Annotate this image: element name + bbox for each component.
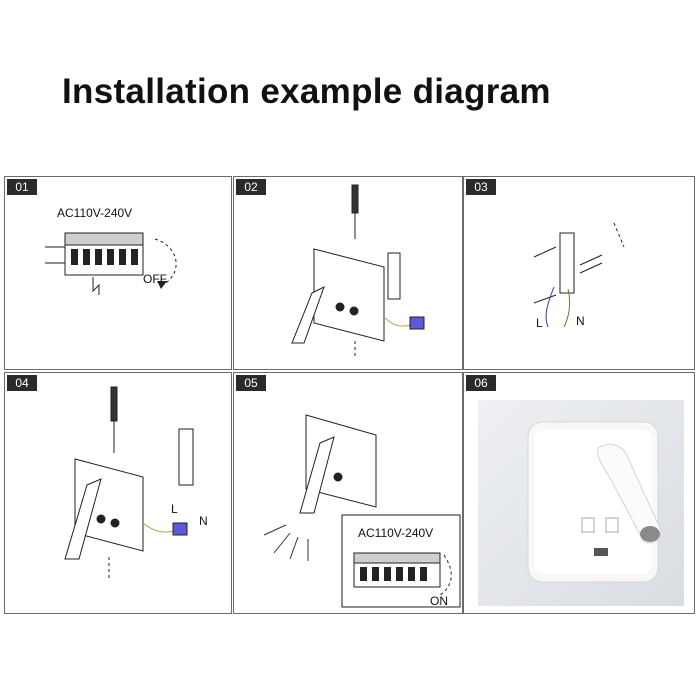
step-panel-05: 05 AC110V-240V ON bbox=[233, 372, 463, 614]
lamp-arm bbox=[291, 285, 325, 344]
step-number: 06 bbox=[466, 375, 496, 391]
screwdriver-icon bbox=[110, 386, 118, 422]
breaker-off-illustration: AC110V-240V OFF bbox=[45, 206, 177, 295]
step-number: 02 bbox=[236, 179, 266, 195]
step-panel-04: 04 L N bbox=[4, 372, 232, 614]
arrow-up-icon bbox=[439, 554, 452, 596]
terminal-block bbox=[172, 522, 188, 536]
terminal-block bbox=[409, 316, 425, 330]
wall-panel bbox=[313, 248, 385, 342]
wire-n-label: N bbox=[576, 314, 585, 328]
page-title: Installation example diagram bbox=[62, 72, 551, 111]
step-number: 03 bbox=[466, 179, 496, 195]
light-rays-icon bbox=[263, 524, 309, 561]
lamp-arm bbox=[64, 478, 102, 560]
wire-l-label: L bbox=[536, 316, 543, 330]
wall-panel bbox=[74, 458, 144, 552]
switch-state-label: ON bbox=[430, 594, 448, 608]
step-number: 04 bbox=[7, 375, 37, 391]
step-panel-02: 02 bbox=[233, 176, 463, 370]
switch-left-icon bbox=[581, 517, 595, 533]
step-panel-01: 01 AC110V-240V OFF bbox=[4, 176, 232, 370]
mounting-bracket bbox=[178, 428, 194, 486]
mounting-bracket bbox=[387, 252, 401, 300]
usb-port-icon bbox=[594, 548, 608, 556]
wire-l-label: L bbox=[171, 502, 178, 516]
lamp-head bbox=[640, 526, 660, 542]
step-number: 05 bbox=[236, 375, 266, 391]
lamp-arm bbox=[597, 443, 662, 544]
product-photo bbox=[478, 400, 684, 606]
circuit-breaker-block bbox=[45, 232, 144, 276]
screwdriver-icon bbox=[351, 184, 359, 214]
power-on-illustration: AC110V-240V ON bbox=[263, 414, 461, 608]
attach-panel-illustration: L N bbox=[64, 386, 208, 579]
arrow-down-icon bbox=[154, 238, 177, 286]
switch-right-icon bbox=[605, 517, 619, 533]
mounting-bracket bbox=[559, 232, 575, 294]
switch-state-label: OFF bbox=[143, 272, 167, 286]
wall-panel bbox=[305, 414, 377, 508]
lamp-arm bbox=[299, 436, 335, 514]
voltage-label: AC110V-240V bbox=[358, 526, 433, 540]
step-panel-03: 03 L N bbox=[463, 176, 695, 370]
hand-icon bbox=[92, 277, 100, 295]
voltage-label: AC110V-240V bbox=[57, 206, 132, 220]
bracket-screws-illustration: L N bbox=[533, 222, 625, 330]
wire-n-label: N bbox=[199, 514, 208, 528]
mount-plate-illustration bbox=[291, 184, 425, 359]
wall-lamp-photo bbox=[527, 421, 662, 583]
step-number: 01 bbox=[7, 179, 37, 195]
